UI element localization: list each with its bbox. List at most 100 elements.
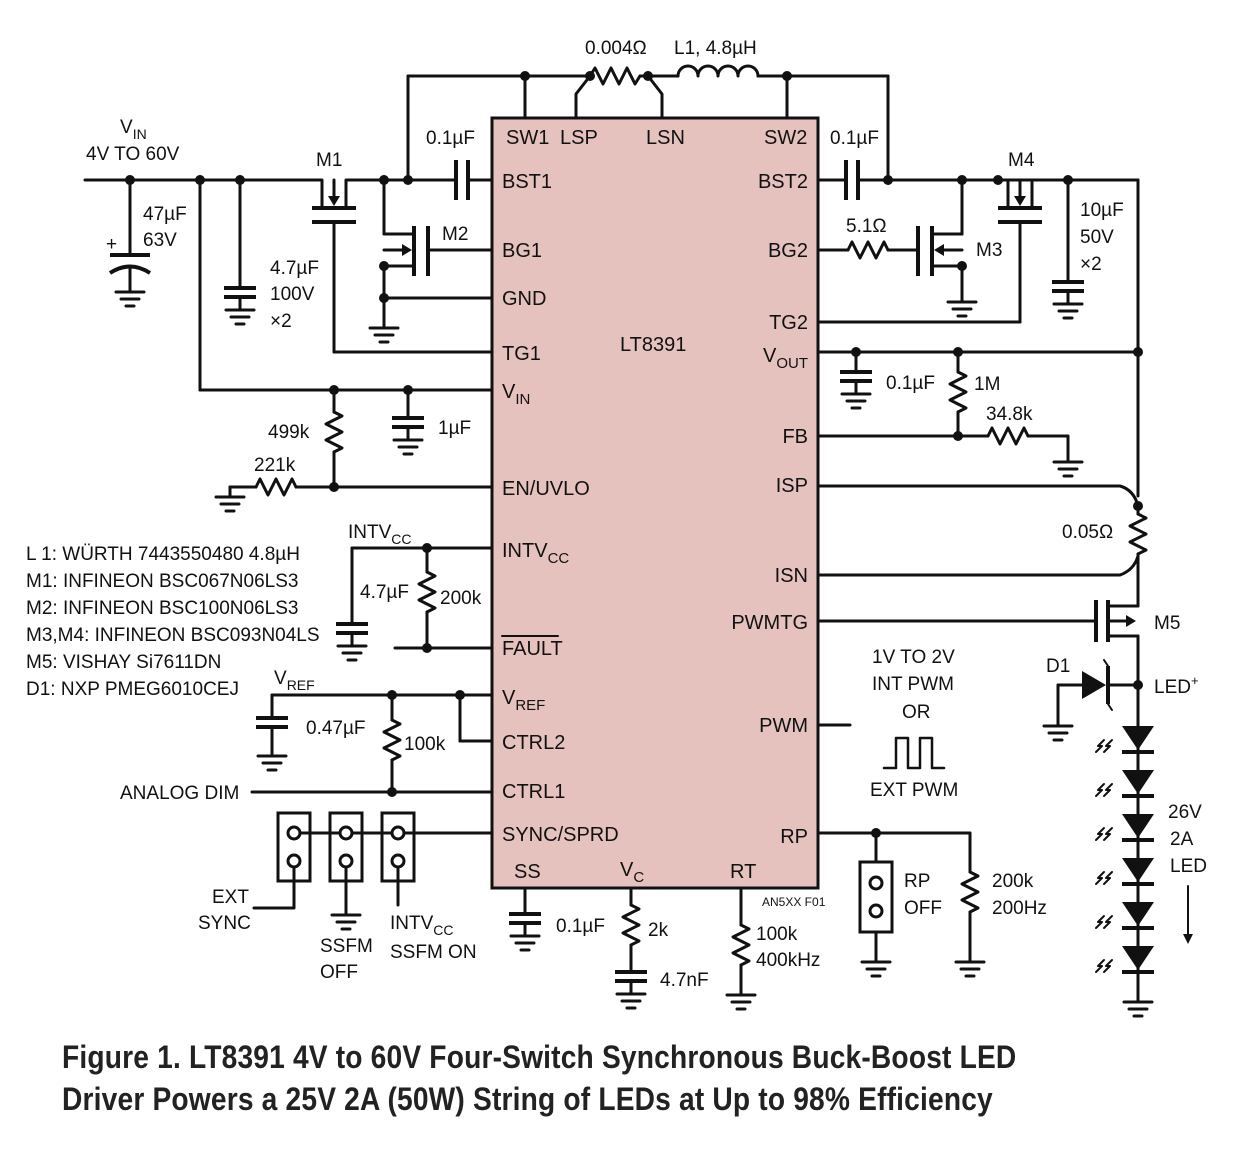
vin-enuvlo-net bbox=[198, 178, 494, 513]
cin2-count: ×2 bbox=[270, 311, 292, 332]
ssfm-off-label-b: OFF bbox=[320, 962, 358, 983]
pin-bst2: BST2 bbox=[758, 171, 808, 193]
pin-ss: SS bbox=[514, 861, 541, 883]
pin-lsp: LSP bbox=[560, 127, 598, 149]
bom-line: L 1: WÜRTH 7443550480 4.8µH bbox=[26, 544, 300, 565]
diode-d1 bbox=[1042, 659, 1143, 742]
r100k-label: 100k bbox=[404, 734, 446, 755]
cin1-voltage: 63V bbox=[143, 230, 177, 251]
led-plus-label: LED+ bbox=[1154, 673, 1199, 698]
pwm-label-d: EXT PWM bbox=[870, 780, 958, 801]
pin-lsn: LSN bbox=[646, 127, 685, 149]
led-label-led: LED bbox=[1170, 856, 1207, 877]
ic-lt8391 bbox=[490, 116, 820, 890]
analog-dim-label: ANALOG DIM bbox=[120, 783, 239, 804]
cin1-value: 47µF bbox=[143, 204, 187, 225]
mosfet-m5 bbox=[816, 598, 1140, 728]
power-path-top bbox=[406, 64, 890, 182]
pin-vin: VIN bbox=[502, 381, 530, 408]
vin-label: VIN bbox=[120, 117, 147, 142]
mosfet-m4 bbox=[816, 178, 1048, 324]
led bbox=[1120, 856, 1156, 886]
caption-line: Driver Powers a 25V 2A (50W) String of L… bbox=[62, 1081, 993, 1117]
rrt-label-b: 400kHz bbox=[756, 950, 820, 971]
pin-bg2: BG2 bbox=[768, 240, 808, 262]
pin-intvcc: INTVCC bbox=[502, 540, 569, 567]
cintvcc-label: 4.7µF bbox=[360, 582, 409, 603]
m3-label: M3 bbox=[976, 240, 1002, 261]
vout-fb-net bbox=[816, 347, 1143, 498]
intvcc-label: INTVCC bbox=[348, 522, 412, 547]
cvin-label: 1µF bbox=[438, 418, 471, 439]
r348-label: 34.8k bbox=[986, 404, 1033, 425]
pwm-input bbox=[816, 723, 946, 770]
rbg2-label: 5.1Ω bbox=[846, 216, 887, 237]
pin-gnd: GND bbox=[502, 288, 546, 310]
rrt-label-a: 100k bbox=[756, 924, 798, 945]
d1-label: D1 bbox=[1046, 656, 1070, 677]
cvout-label: 0.1µF bbox=[886, 373, 935, 394]
rrp-label-a: 200k bbox=[992, 871, 1034, 892]
caption-line: Figure 1. LT8391 4V to 60V Four-Switch S… bbox=[62, 1039, 1017, 1075]
r200k-fault-label: 200k bbox=[440, 588, 482, 609]
ssfm-on-label-a: INTVCC bbox=[390, 913, 454, 938]
pin-isn: ISN bbox=[775, 565, 808, 587]
pin-tg1: TG1 bbox=[502, 343, 541, 365]
ssfm-off-label-a: SSFM bbox=[320, 936, 373, 957]
pin-rt: RT bbox=[730, 861, 756, 883]
pwm-label-c: OR bbox=[902, 702, 931, 723]
input-rail bbox=[83, 160, 494, 200]
cin-ceramic bbox=[222, 178, 258, 326]
cvc-label: 4.7nF bbox=[660, 970, 709, 991]
cin2-voltage: 100V bbox=[270, 284, 315, 305]
cin2-value: 4.7µF bbox=[270, 258, 319, 279]
cout-voltage: 50V bbox=[1080, 227, 1114, 248]
ssfm-on-label-b: SSFM ON bbox=[390, 942, 477, 963]
m1-label: M1 bbox=[316, 150, 342, 171]
bom-list: L 1: WÜRTH 7443550480 4.8µH M1: INFINEON… bbox=[26, 544, 320, 700]
pin-bst1: BST1 bbox=[502, 171, 552, 193]
cout-count: ×2 bbox=[1080, 254, 1102, 275]
pin-fault: FAULT bbox=[502, 638, 563, 660]
pin-ctrl1: CTRL1 bbox=[502, 781, 565, 803]
pin-ctrl2: CTRL2 bbox=[502, 732, 565, 754]
pin-rp: RP bbox=[780, 826, 808, 848]
rsense-label: 0.004Ω bbox=[585, 38, 647, 59]
pwm-label-b: INT PWM bbox=[872, 674, 954, 695]
cin1-plus: + bbox=[106, 234, 117, 255]
pin-sync-sprd: SYNC/SPRD bbox=[502, 824, 619, 846]
pin-vref: VREF bbox=[502, 687, 545, 714]
r499-label: 499k bbox=[268, 422, 310, 443]
l1-label: L1, 4.8µH bbox=[674, 38, 757, 59]
pin-fb: FB bbox=[782, 426, 808, 448]
led bbox=[1120, 724, 1156, 754]
led-label-voltage: 26V bbox=[1168, 802, 1202, 823]
bom-line: M5: VISHAY Si7611DN bbox=[26, 652, 221, 673]
rp-label-b: OFF bbox=[904, 898, 942, 919]
r1m-label: 1M bbox=[974, 374, 1000, 395]
led-string bbox=[1095, 724, 1156, 1018]
rled-label: 0.05Ω bbox=[1062, 522, 1113, 543]
mosfet-m1 bbox=[303, 178, 494, 354]
bom-line: D1: NXP PMEG6010CEJ bbox=[26, 679, 239, 700]
cbst2-label: 0.1µF bbox=[830, 128, 879, 149]
m5-label: M5 bbox=[1154, 613, 1180, 634]
cbst1-label: 0.1µF bbox=[426, 128, 475, 149]
m2-label: M2 bbox=[442, 224, 468, 245]
rrp-label-b: 200Hz bbox=[992, 898, 1047, 919]
cin-electrolytic bbox=[108, 178, 152, 308]
rvc-label: 2k bbox=[648, 920, 669, 941]
cref-label: 0.47µF bbox=[306, 718, 366, 739]
pin-vout: VOUT bbox=[763, 345, 808, 372]
rp-net bbox=[816, 828, 986, 978]
intvcc-net bbox=[334, 543, 494, 662]
down-arrow-icon bbox=[1183, 885, 1193, 944]
led bbox=[1120, 944, 1156, 974]
r221-label: 221k bbox=[254, 455, 296, 476]
led-current-sense bbox=[816, 484, 1148, 602]
pin-pwmtg: PWMTG bbox=[731, 612, 808, 634]
m4-label: M4 bbox=[1008, 150, 1035, 171]
mosfet-m2 bbox=[368, 178, 494, 344]
pin-vc: VC bbox=[620, 859, 644, 886]
